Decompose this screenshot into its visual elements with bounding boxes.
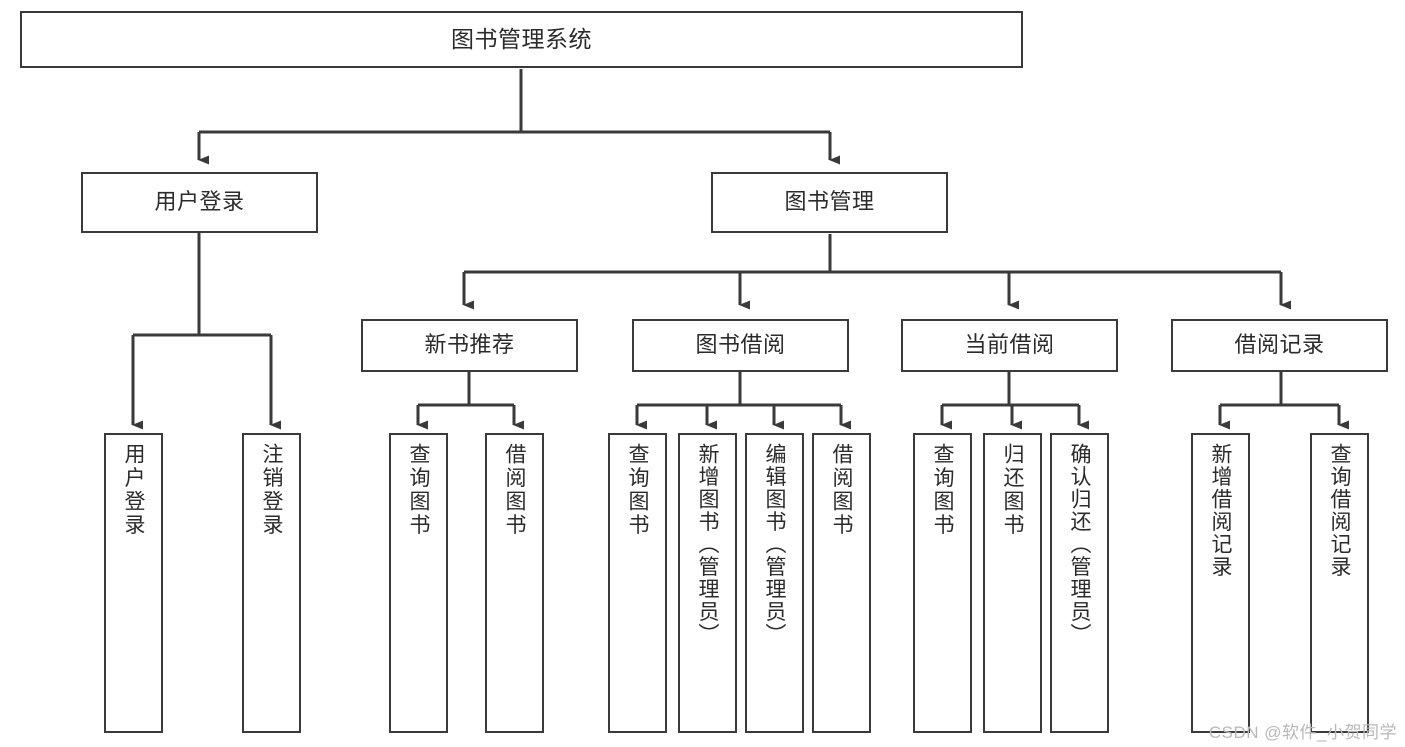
leaf-query-book-2[interactable]: 查询图书: [608, 433, 667, 733]
leaf-add-borrow-record-label: 新增借阅记录: [1209, 443, 1232, 578]
leaf-add-borrow-record[interactable]: 新增借阅记录: [1191, 433, 1250, 733]
node-new-book-recommend-label: 新书推荐: [424, 332, 515, 358]
leaf-query-book-3-label: 查询图书: [931, 443, 954, 537]
leaf-return-book-label: 归还图书: [1001, 443, 1024, 537]
node-root-label: 图书管理系统: [451, 25, 592, 52]
leaf-return-book[interactable]: 归还图书: [983, 433, 1042, 733]
node-new-book-recommend[interactable]: 新书推荐: [361, 319, 578, 372]
node-book-borrow-label: 图书借阅: [695, 332, 786, 358]
leaf-confirm-return-admin-label: 确认归还（管理员）: [1068, 443, 1091, 646]
node-root[interactable]: 图书管理系统: [20, 11, 1023, 68]
leaf-logout-login-label: 注销登录: [260, 443, 283, 537]
leaf-edit-book-admin-label: 编辑图书（管理员）: [763, 443, 786, 646]
leaf-logout-login[interactable]: 注销登录: [242, 433, 301, 733]
leaf-user-login[interactable]: 用户登录: [104, 433, 163, 733]
leaf-query-book-1-label: 查询图书: [407, 443, 430, 537]
leaf-add-book-admin-label: 新增图书（管理员）: [696, 443, 719, 646]
node-user-login[interactable]: 用户登录: [81, 172, 318, 233]
leaf-edit-book-admin[interactable]: 编辑图书（管理员）: [745, 433, 804, 733]
csdn-watermark: CSDN @软件_小贺同学: [1208, 723, 1397, 742]
leaf-borrow-book-1[interactable]: 借阅图书: [485, 433, 544, 733]
node-current-borrow[interactable]: 当前借阅: [901, 319, 1118, 372]
node-user-login-label: 用户登录: [154, 189, 245, 215]
leaf-confirm-return-admin[interactable]: 确认归还（管理员）: [1050, 433, 1109, 733]
node-book-management-label: 图书管理: [784, 189, 875, 215]
node-book-borrow[interactable]: 图书借阅: [632, 319, 849, 372]
leaf-borrow-book-2-label: 借阅图书: [830, 443, 853, 537]
leaf-query-book-2-label: 查询图书: [626, 443, 649, 537]
node-current-borrow-label: 当前借阅: [964, 332, 1055, 358]
leaf-borrow-book-2[interactable]: 借阅图书: [812, 433, 871, 733]
leaf-add-book-admin[interactable]: 新增图书（管理员）: [678, 433, 737, 733]
node-borrow-record[interactable]: 借阅记录: [1171, 319, 1388, 372]
leaf-borrow-book-1-label: 借阅图书: [503, 443, 526, 537]
leaf-query-borrow-record-label: 查询借阅记录: [1328, 443, 1351, 578]
leaf-user-login-label: 用户登录: [122, 443, 145, 537]
leaf-query-borrow-record[interactable]: 查询借阅记录: [1310, 433, 1369, 733]
leaf-query-book-3[interactable]: 查询图书: [913, 433, 972, 733]
node-borrow-record-label: 借阅记录: [1234, 332, 1325, 358]
node-book-management[interactable]: 图书管理: [711, 172, 948, 233]
leaf-query-book-1[interactable]: 查询图书: [389, 433, 448, 733]
